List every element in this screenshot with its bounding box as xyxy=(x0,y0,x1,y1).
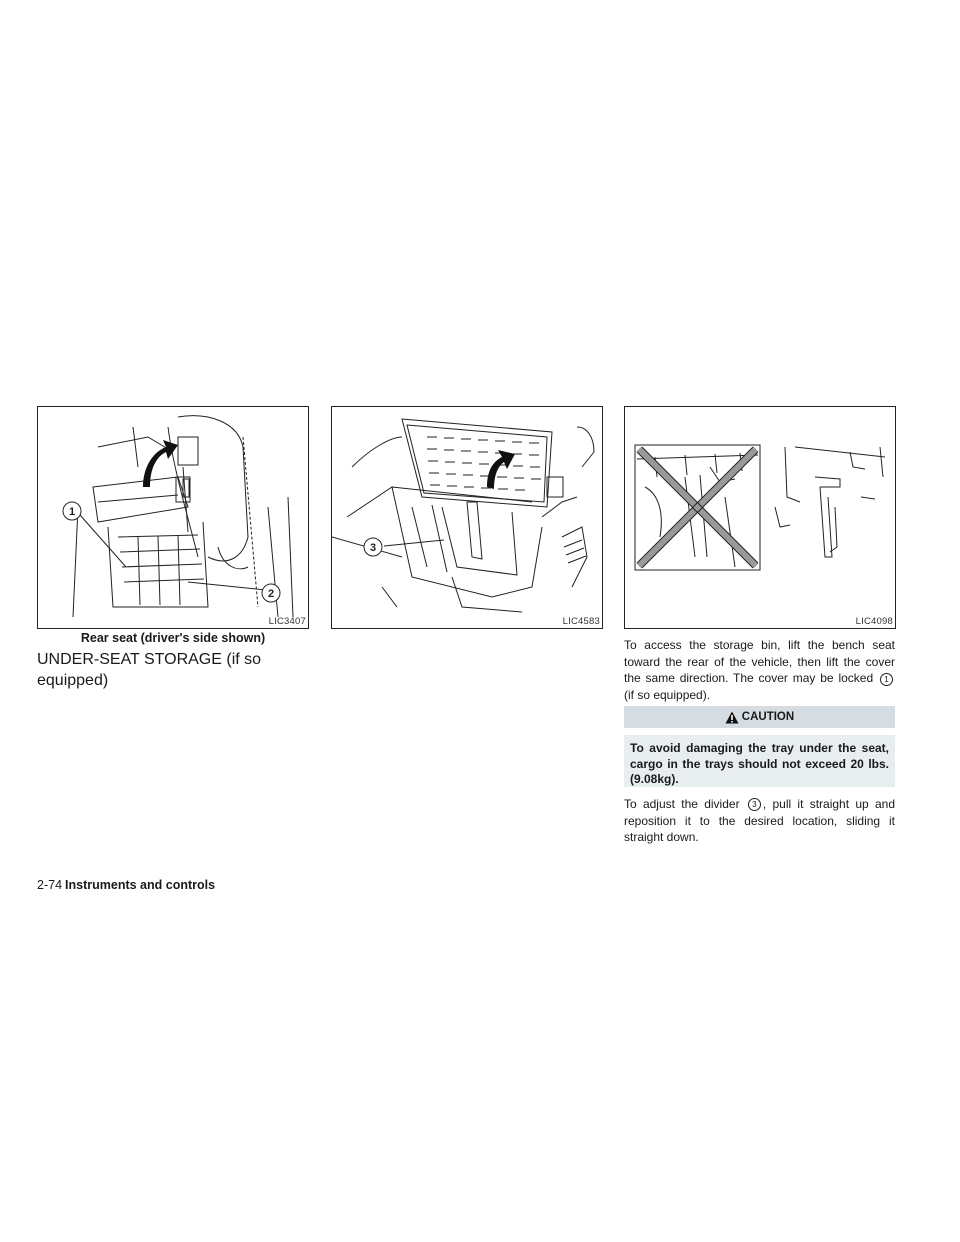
paragraph-text: To adjust the divider xyxy=(624,797,740,811)
page-number: 2-74 xyxy=(37,878,63,892)
figure-rear-seat: 1 2 LIC3407 xyxy=(37,406,309,629)
paragraph-text: (if so equipped). xyxy=(624,687,711,702)
callout-2: 2 xyxy=(268,588,274,600)
paragraph-text: To access the storage bin, lift the benc… xyxy=(624,638,895,686)
warning-icon xyxy=(725,711,739,723)
chapter-title: Instruments and controls xyxy=(65,878,216,892)
section-heading: UNDER-SEAT STORAGE (if so equipped) xyxy=(37,651,262,689)
figure-code: LIC3407 xyxy=(268,616,306,627)
figure-code: LIC4098 xyxy=(855,616,893,627)
paragraph-adjust-divider: To adjust the divider 3, pull it straigh… xyxy=(624,796,895,846)
callout-marker-1: 1 xyxy=(879,672,893,686)
caution-label: CAUTION xyxy=(741,711,795,723)
figure-code: LIC4583 xyxy=(562,616,600,627)
storage-bin-illustration: 3 xyxy=(332,418,595,613)
paragraph-text: , pull it straight up and reposition it … xyxy=(624,797,895,845)
figure-divider: LIC4098 xyxy=(624,406,896,629)
figure-caption: Rear seat (driver's side shown) xyxy=(80,631,266,645)
divider-illustration xyxy=(634,444,886,571)
figure-storage-bin: 3 LIC4583 xyxy=(331,406,603,629)
caution-text: To avoid damaging the tray under the sea… xyxy=(624,735,895,787)
callout-marker-3: 3 xyxy=(747,798,761,812)
rear-seat-illustration: 1 2 xyxy=(62,415,294,618)
callout-1: 1 xyxy=(69,506,75,518)
callout-3: 3 xyxy=(370,542,376,554)
paragraph-access-bin: To access the storage bin, lift the benc… xyxy=(624,637,895,703)
caution-header: CAUTION xyxy=(624,706,895,728)
